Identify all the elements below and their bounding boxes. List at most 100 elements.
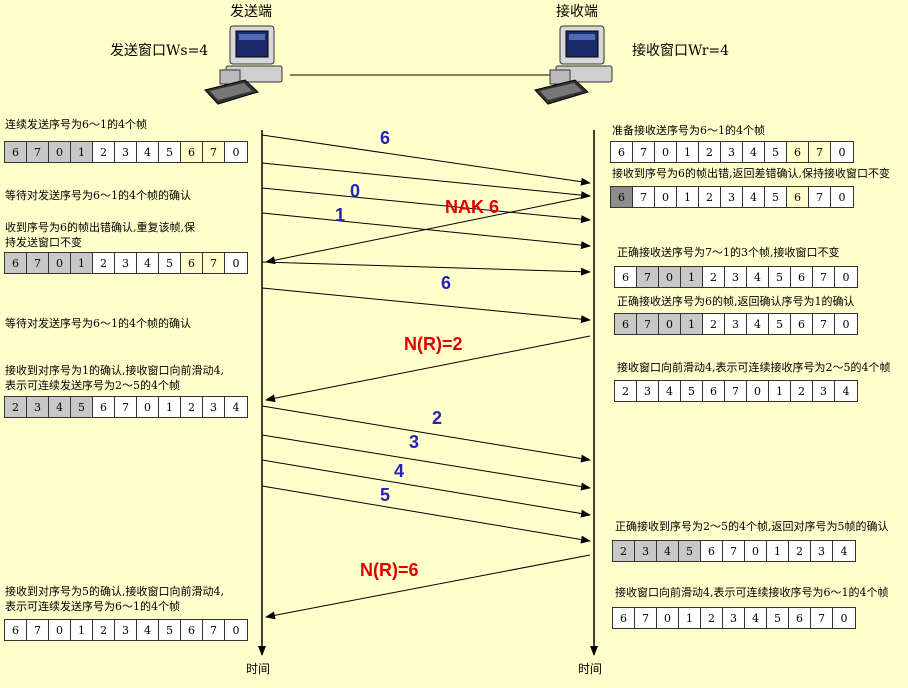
window-cell: 1 [71, 253, 93, 273]
window-cell: 5 [159, 142, 181, 162]
window-cell: 6 [703, 381, 725, 401]
window-cell: 0 [831, 187, 853, 207]
window-cell: 2 [93, 620, 115, 640]
window-cell: 4 [137, 142, 159, 162]
window-cell: 3 [115, 142, 137, 162]
ack-label: N(R)=6 [360, 560, 419, 580]
sender-time-label: 时间 [246, 662, 271, 676]
window-cell: 6 [615, 314, 637, 334]
receiver-annotation: 接收窗口向前滑动4,表示可连续接收序号为6～1的4个帧 [615, 586, 889, 599]
window-cell: 5 [767, 608, 789, 628]
ack-label: N(R)=2 [404, 334, 463, 354]
sender-annotation: 等待对发送序号为6～1的4个帧的确认 [5, 189, 191, 202]
nak-arrow [265, 195, 591, 265]
window-cell: 2 [789, 541, 811, 561]
window-cell: 0 [225, 142, 247, 162]
frame-arrow-5 [261, 485, 591, 544]
frame-label: 5 [380, 485, 391, 505]
window-cell: 4 [137, 253, 159, 273]
window-cell: 2 [701, 608, 723, 628]
window-cell: 5 [681, 381, 703, 401]
frame-arrow-6-retx [261, 261, 591, 276]
window-cell: 4 [657, 541, 679, 561]
window-cell: 4 [743, 187, 765, 207]
window-cell: 7 [633, 187, 655, 207]
window-cell: 2 [93, 142, 115, 162]
window-cell: 2 [791, 381, 813, 401]
receiver-time-label: 时间 [578, 662, 603, 676]
window-cell: 0 [49, 253, 71, 273]
ack-arrow-6 [265, 554, 591, 620]
frame-arrow-0 [261, 187, 591, 224]
window-cell: 7 [637, 267, 659, 287]
window-cell: 3 [725, 314, 747, 334]
receiver-annotation: 正确接收送序号为7～1的3个帧,接收窗口不变 [617, 246, 840, 259]
frame-arrow-6-retx2 [261, 287, 591, 324]
window-cell: 7 [635, 608, 657, 628]
receiver-annotation: 接收到序号为6的帧出错,返回差错确认,保持接收窗口不变 [612, 167, 890, 180]
window-cell: 0 [831, 142, 853, 162]
window-cell: 4 [747, 314, 769, 334]
window-cell: 6 [181, 253, 203, 273]
window-cell: 5 [159, 620, 181, 640]
receiver-annotation: 准备接收送序号为6～1的4个帧 [612, 124, 765, 137]
window-cell: 3 [813, 381, 835, 401]
window-cell: 2 [703, 314, 725, 334]
window-cell: 6 [787, 187, 809, 207]
window-cell: 6 [181, 620, 203, 640]
frame-label: 4 [394, 461, 405, 481]
window-cell: 4 [743, 142, 765, 162]
window-cell: 6 [5, 253, 27, 273]
window-cell: 7 [633, 142, 655, 162]
window-cell: 3 [115, 253, 137, 273]
frame-arrow-4 [261, 459, 591, 518]
ack-arrow-2 [265, 335, 591, 403]
sender-window-label: 发送窗口Ws=4 [110, 43, 209, 59]
window-cell: 1 [769, 381, 791, 401]
window-cell: 4 [835, 381, 857, 401]
window-cell: 0 [659, 267, 681, 287]
frame-arrow-6 [261, 134, 591, 186]
window-cell: 6 [5, 142, 27, 162]
sender-annotation: 接收到对序号为1的确认,接收窗口向前滑动4, 表示可连续发送序号为2～5的4个帧 [5, 364, 224, 392]
window-cell: 3 [725, 267, 747, 287]
receiver-computer-icon [534, 25, 613, 105]
window-cell: 7 [27, 142, 49, 162]
frame-label: 1 [335, 205, 346, 225]
window-cell: 3 [115, 620, 137, 640]
sender-title: 发送端 [230, 4, 272, 20]
window-cell: 3 [721, 187, 743, 207]
receiver-title: 接收端 [556, 4, 598, 20]
receiver-annotation: 正确接收送序号为6的帧,返回确认序号为1的确认 [617, 295, 855, 308]
window-cell: 0 [833, 608, 855, 628]
window-cell: 0 [225, 620, 247, 640]
window-cell: 5 [765, 142, 787, 162]
window-cell: 3 [721, 142, 743, 162]
window-cell: 3 [723, 608, 745, 628]
window-cell: 3 [635, 541, 657, 561]
window-cell: 6 [611, 187, 633, 207]
window-cell: 0 [655, 142, 677, 162]
window-cell: 5 [159, 253, 181, 273]
window-cell: 0 [225, 253, 247, 273]
window-cell: 7 [813, 314, 835, 334]
window-cell: 5 [769, 314, 791, 334]
window-cell: 5 [769, 267, 791, 287]
frame-label: 2 [432, 408, 443, 428]
window-cell: 7 [27, 253, 49, 273]
window-cell: 0 [835, 314, 857, 334]
window-cell: 1 [681, 314, 703, 334]
window-cell: 3 [203, 397, 225, 417]
window-cell: 0 [49, 142, 71, 162]
window-cell: 4 [137, 620, 159, 640]
window-cell: 0 [835, 267, 857, 287]
